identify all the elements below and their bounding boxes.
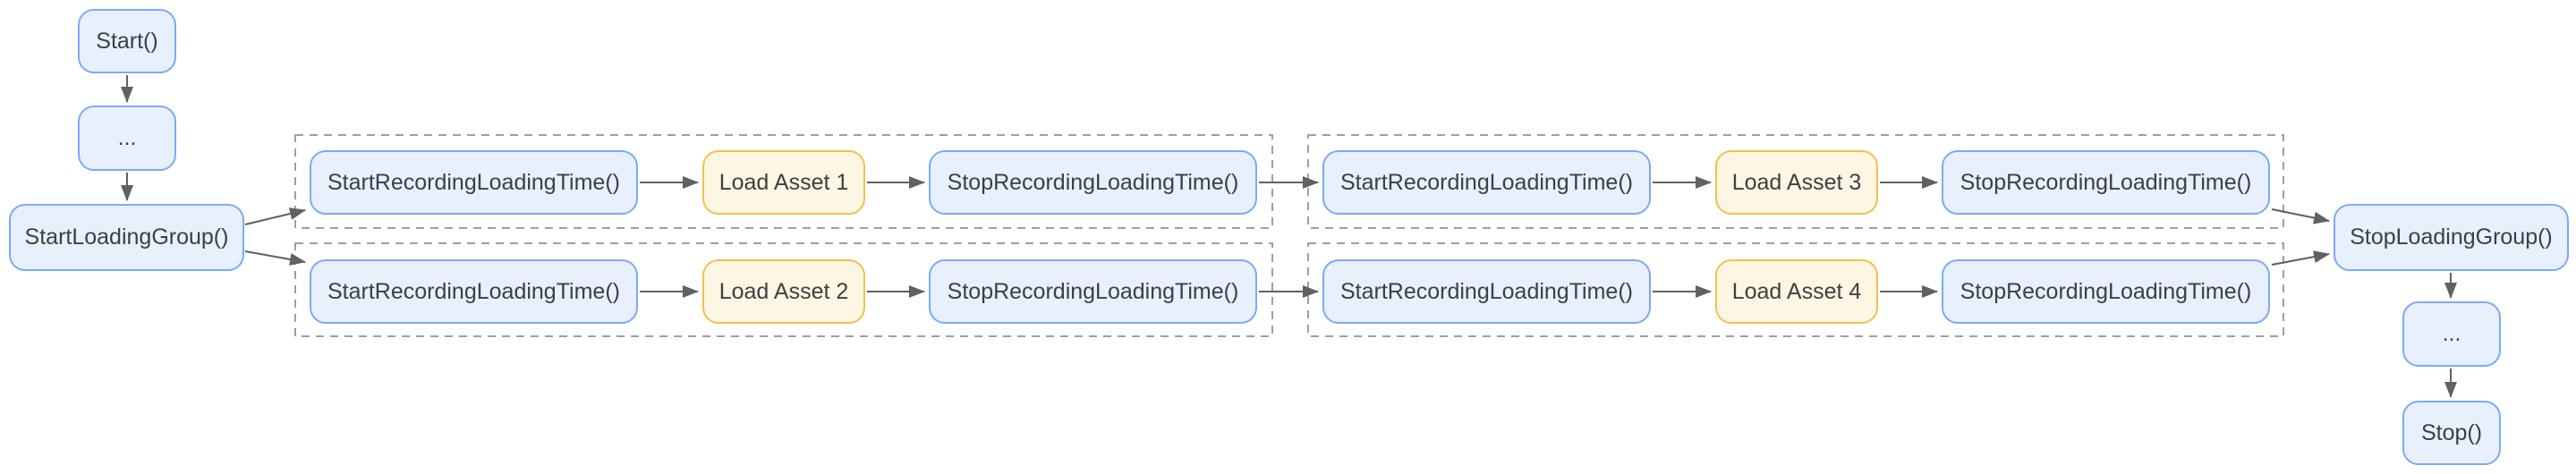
node-start-recording-4-label: StartRecordingLoadingTime() [1339, 278, 1633, 304]
node-start-loading-group: StartLoadingGroup() [9, 204, 244, 271]
node-stop: Stop() [2402, 401, 2501, 465]
node-load-asset-1-label: Load Asset 1 [718, 169, 849, 195]
node-stop-label: Stop() [2420, 419, 2483, 445]
node-load-asset-3: Load Asset 3 [1715, 150, 1878, 215]
node-start-recording-3-label: StartRecordingLoadingTime() [1339, 169, 1633, 195]
node-start-recording-2: StartRecordingLoadingTime() [310, 259, 638, 324]
node-post-ellipsis-label: ... [2442, 321, 2461, 346]
group-boundary-2 [294, 242, 1273, 337]
node-stop-recording-4: StopRecordingLoadingTime() [1942, 259, 2270, 324]
node-start-recording-4: StartRecordingLoadingTime() [1322, 259, 1651, 324]
node-stop-loading-group: StopLoadingGroup() [2334, 204, 2569, 271]
node-pre-ellipsis: ... [78, 106, 176, 171]
node-load-asset-3-label: Load Asset 3 [1731, 169, 1862, 195]
arrow-row1-to-stop-group [2271, 208, 2330, 224]
node-load-asset-2-label: Load Asset 2 [718, 278, 849, 304]
arrow-start-group-to-row2 [244, 250, 306, 266]
node-load-asset-1: Load Asset 1 [702, 150, 865, 215]
node-load-asset-4-label: Load Asset 4 [1731, 278, 1862, 304]
node-stop-recording-3: StopRecordingLoadingTime() [1942, 150, 2270, 215]
arrow-row2-to-stop-group [2271, 250, 2330, 266]
node-start: Start() [78, 9, 176, 73]
node-load-asset-4: Load Asset 4 [1715, 259, 1878, 324]
node-pre-ellipsis-label: ... [117, 125, 137, 150]
node-stop-recording-4-label: StopRecordingLoadingTime() [1960, 278, 2252, 304]
node-post-ellipsis: ... [2402, 301, 2501, 367]
node-start-recording-1: StartRecordingLoadingTime() [310, 150, 638, 215]
node-start-recording-3: StartRecordingLoadingTime() [1322, 150, 1651, 215]
node-stop-recording-2-label: StopRecordingLoadingTime() [947, 278, 1239, 304]
node-stop-loading-group-label: StopLoadingGroup() [2350, 224, 2553, 250]
node-start-label: Start() [96, 28, 158, 54]
node-stop-recording-2: StopRecordingLoadingTime() [929, 259, 1257, 324]
node-stop-recording-1-label: StopRecordingLoadingTime() [947, 169, 1239, 195]
node-start-loading-group-label: StartLoadingGroup() [24, 224, 229, 250]
node-stop-recording-1: StopRecordingLoadingTime() [929, 150, 1257, 215]
arrow-start-group-to-row1 [244, 207, 306, 225]
node-start-recording-2-label: StartRecordingLoadingTime() [327, 278, 620, 304]
node-start-recording-1-label: StartRecordingLoadingTime() [327, 169, 620, 195]
node-stop-recording-3-label: StopRecordingLoadingTime() [1960, 169, 2252, 195]
node-load-asset-2: Load Asset 2 [702, 259, 865, 324]
